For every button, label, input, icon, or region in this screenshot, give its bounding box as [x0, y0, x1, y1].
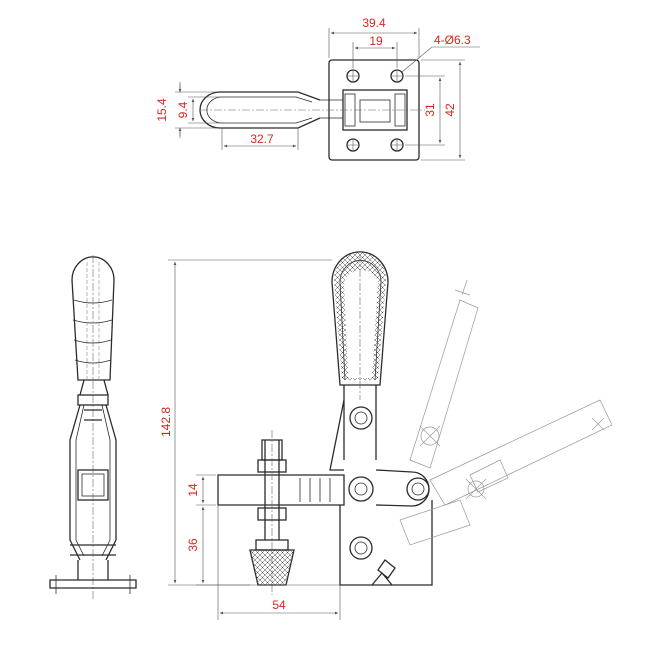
clamp-bar	[217, 474, 345, 506]
top-view: 39.4 19 4-Ø6.3 31 42 15.4 9.4 32.7	[155, 16, 480, 161]
side-view	[49, 255, 137, 600]
open-position-ghost	[399, 279, 613, 546]
dim-total-height: 142.8	[159, 407, 173, 437]
dim-handle-width: 15.4	[155, 98, 169, 122]
base-block-front	[339, 500, 433, 586]
dim-reach: 54	[272, 598, 286, 612]
dim-bar-thickness: 14	[186, 483, 200, 497]
dim-hole-spacing-x: 19	[369, 34, 383, 48]
link-arm-side	[69, 404, 117, 561]
dim-handle-inner: 9.4	[176, 101, 190, 118]
base-side	[49, 579, 137, 589]
dim-holes: 4-Ø6.3	[434, 33, 471, 47]
dim-handle-length: 32.7	[250, 132, 274, 146]
dim-overall-width: 39.4	[362, 16, 386, 30]
handle-front	[331, 251, 389, 386]
dim-hole-spacing-y: 31	[423, 103, 437, 117]
link-arm-front	[375, 469, 430, 507]
dim-overall-height: 42	[443, 103, 457, 117]
front-view: 142.8 14 36 54	[159, 251, 613, 620]
grip-side	[71, 256, 115, 381]
dim-spindle-height: 36	[186, 538, 200, 552]
